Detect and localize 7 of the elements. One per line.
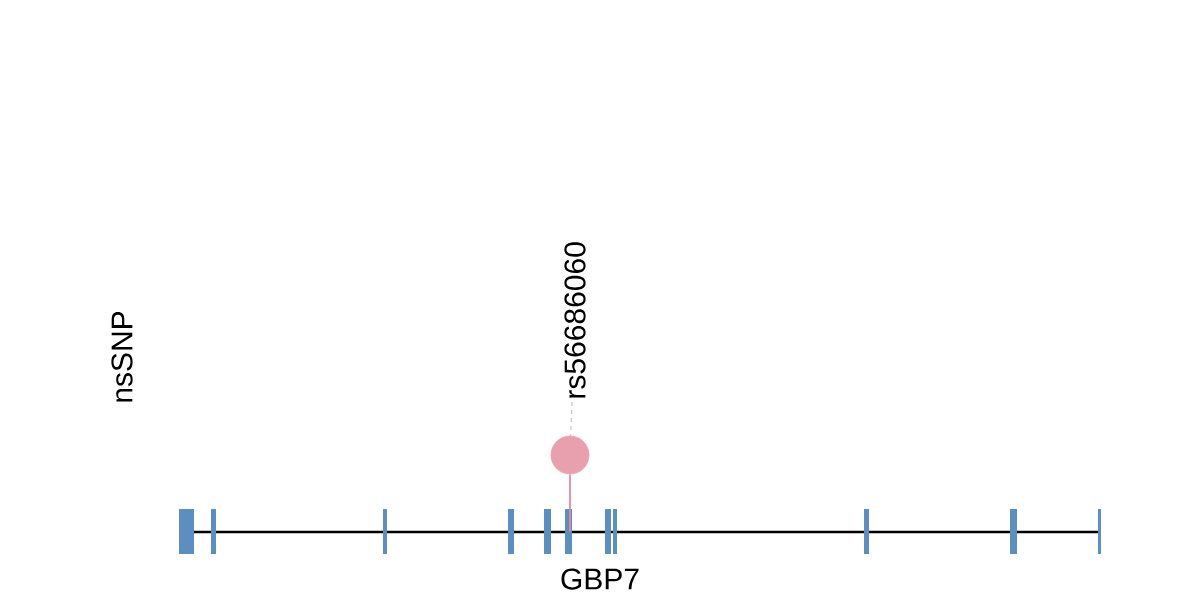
node-label: GBP7 bbox=[561, 568, 639, 590]
connector-line bbox=[570, 401, 573, 436]
track-label: nsSNP bbox=[111, 311, 133, 402]
snp-label: rs56686060 bbox=[564, 242, 586, 398]
gene-structure-drawing: GBP7 bbox=[179, 509, 1101, 590]
snp-circle bbox=[550, 435, 590, 475]
stem-line bbox=[569, 473, 571, 533]
